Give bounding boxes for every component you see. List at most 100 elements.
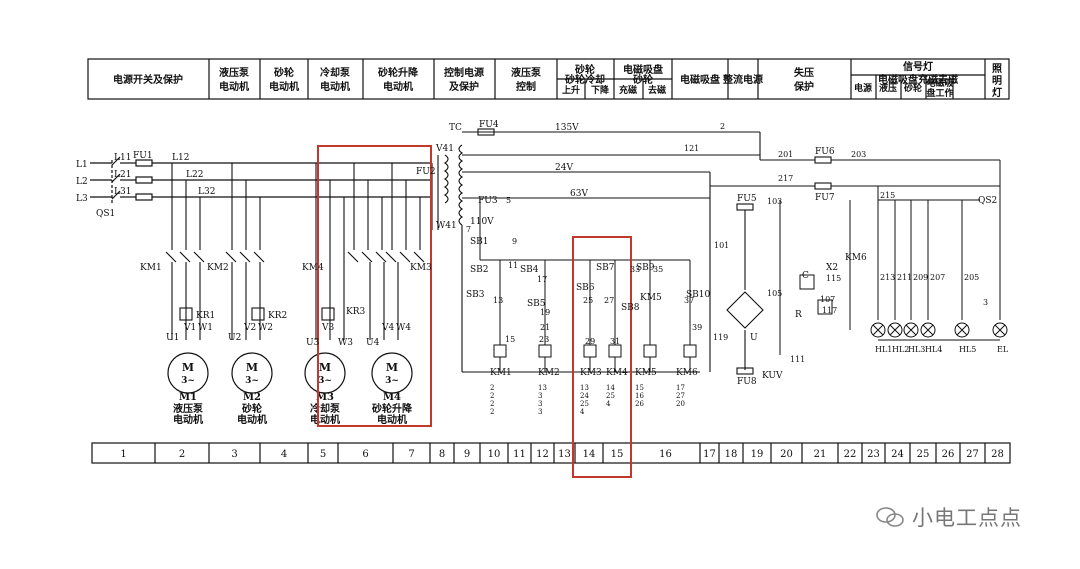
motor-spec: 3~ [318,376,332,386]
motor-spec: 3~ [385,376,399,386]
misc-label: W41 [436,221,457,231]
header-cell-bottom: 控制 [516,80,536,93]
motor-name: 电动机 [310,413,340,426]
motor-name: 冷却泵 [310,402,341,415]
column-number: 25 [917,449,930,460]
contactor-label: KM3 [580,368,602,378]
relay-label: KR3 [346,307,366,317]
wire-number: 19 [540,308,550,317]
motor-id: M1 [179,392,197,403]
header-cell-top: 液压泵 [219,66,250,79]
fuse-label: FU4 [479,120,499,130]
contact-number: 3 [538,392,542,400]
column-number: 22 [844,449,857,460]
header-subcell: 砂轮 [904,82,922,94]
wire-number: 11 [508,261,518,270]
wire-number: 215 [880,191,895,200]
wire-number: 205 [964,273,979,282]
fuse-label: FU2 [416,167,436,177]
wire-number: 101 [714,241,729,250]
header-cell-top: 失压 [794,66,814,79]
motor-symbol: M [319,361,331,374]
motor-spec: 3~ [245,376,259,386]
lamp-cross [994,324,1006,336]
header-cell-bottom: 电动机 [383,80,413,93]
header-subcell: 电磁吸 [926,77,954,89]
relay-label: KR2 [268,311,287,321]
lamp [992,322,1008,338]
header-cell-bottom: 保护 [793,80,814,93]
wire-number: 17 [537,275,547,284]
motor-name: 液压泵 [173,402,204,415]
button-label: SB3 [466,290,485,300]
lamp-cross [956,324,968,336]
contact-number: 15 [635,384,644,392]
contactor-label: KM2 [538,368,560,378]
misc-label: U3 [306,338,320,348]
header-table [87,58,1010,100]
contact-number: 14 [606,384,615,392]
misc-label: W2 [258,323,273,333]
header-cell-bottom: 电动机 [219,80,249,93]
wire-number: 105 [767,289,782,298]
header-subcell: 充磁 [619,84,637,96]
header-labels: 电源开关及保护液压泵电动机砂轮电动机冷却泵电动机砂轮升降电动机控制电源及保护液压… [113,60,1002,99]
switch-label: QS1 [96,209,115,219]
contact-number: 3 [538,408,542,416]
misc-label: X2 [826,263,838,273]
column-number: 1 [120,449,126,460]
lamp-label: HL2 [892,345,909,354]
fuse-label: FU5 [737,194,757,204]
wire-number: 35 [653,265,663,274]
column-number: 28 [991,449,1004,460]
wire-number: 213 [880,273,895,282]
motor-labels: M3~M1液压泵电动机M3~M2砂轮电动机M3~M3冷却泵电动机M3~M4砂轮升… [173,361,413,426]
lamp [887,322,903,338]
fuse-label: FU7 [815,193,835,203]
control-rungs [479,198,851,372]
contact-number: 27 [676,392,685,400]
column-number-strip [91,442,1011,464]
lamp [870,322,886,338]
wire-number: 217 [778,174,793,183]
button-label: SB9 [636,263,655,273]
wechat-icon [876,507,904,527]
wire-number: 119 [713,333,728,342]
wire-number: 23 [539,335,549,344]
line-label: L12 [172,153,189,163]
contact-number: 2 [490,392,494,400]
motor-symbol: M [246,361,258,374]
fuse-label: FU1 [133,151,153,161]
button-label: SB2 [470,265,489,275]
misc-label: V41 [435,144,454,154]
component-labels: L1L2L3L11L21L31L12L22L32QS1FU1FU2FU3FU4F… [76,120,997,416]
header-cell-bottom: 及保护 [449,80,479,93]
lamp-cross [889,324,901,336]
relay-label: KUV [762,371,783,381]
line-label: L32 [198,187,215,197]
misc-label: W4 [396,323,411,333]
line-label: L2 [76,177,88,187]
button-label: SB4 [520,265,539,275]
power-lines [90,156,432,205]
wire-number: 103 [767,197,782,206]
column-number: 13 [558,449,571,460]
column-number: 20 [780,449,793,460]
control-transformer [431,128,1000,375]
header-cell-top: 冷却泵 [320,66,351,79]
contact-number: 25 [606,392,615,400]
column-number: 10 [488,449,501,460]
header-cell: 电磁吸盘 [623,63,663,76]
misc-label: C [802,271,809,281]
lamp-label: HL4 [925,345,942,354]
contactor-label: KM3 [410,263,432,273]
motor-id: M4 [383,392,401,403]
column-number: 2 [179,449,185,460]
voltage-label: 24V [555,163,573,173]
header-subcell: 盘工作 [926,87,953,99]
wire-number: 3 [983,298,988,307]
column-number: 17 [703,449,716,460]
voltage-label: 110V [470,217,494,227]
